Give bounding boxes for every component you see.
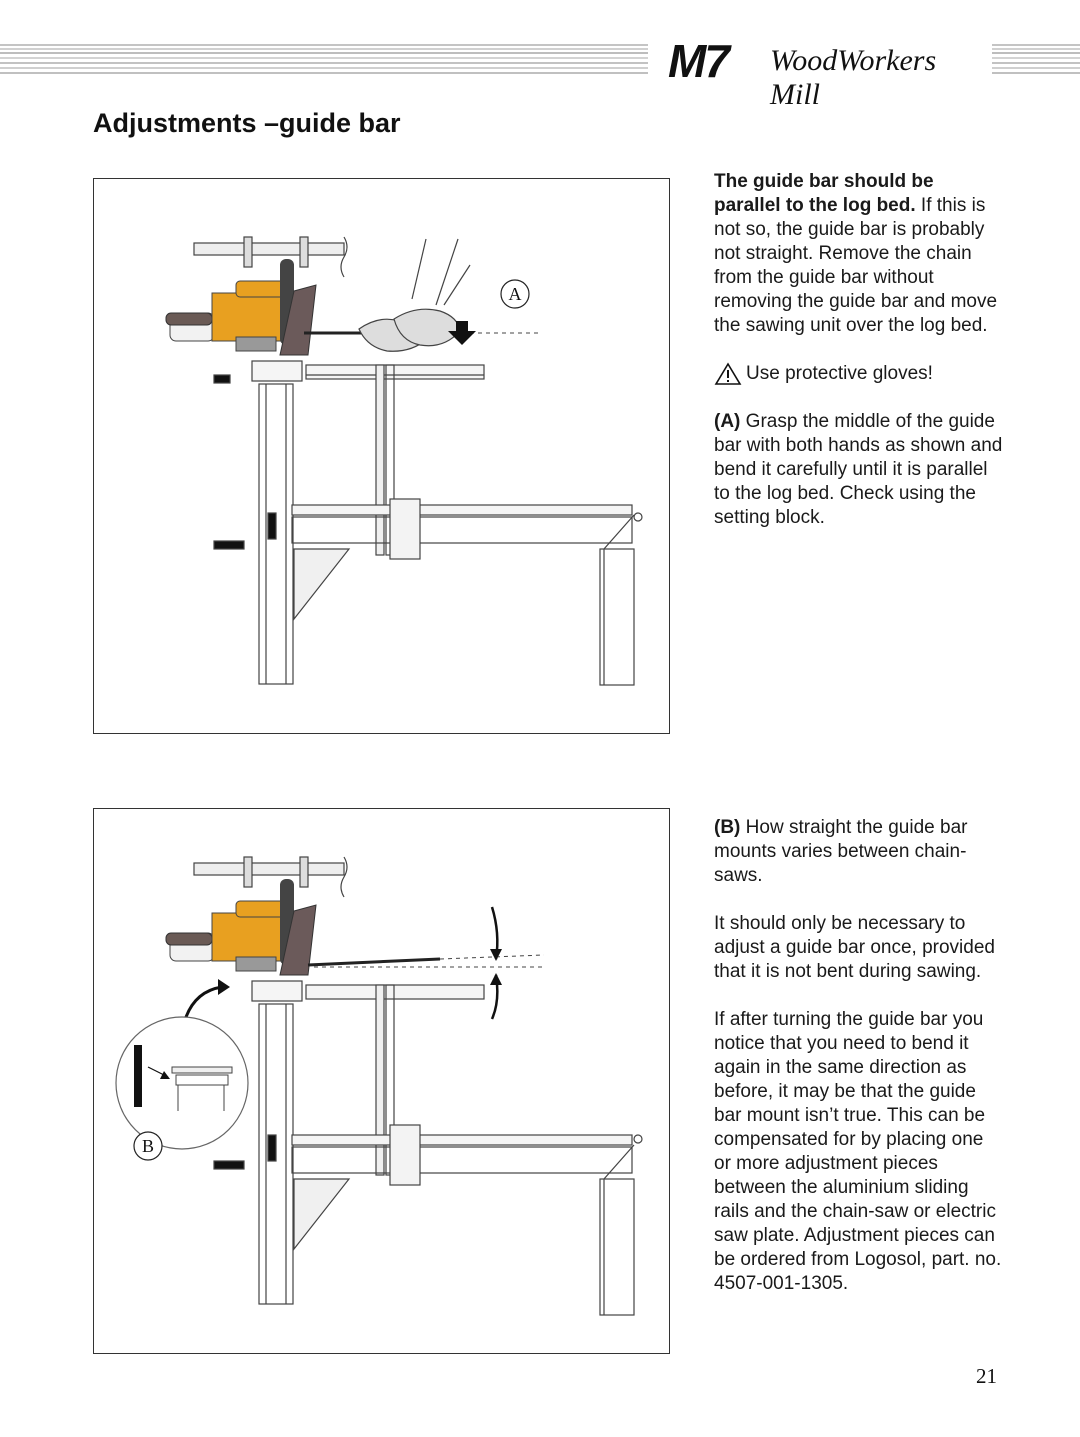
section-a-intro: The guide bar should be parallel to the … (714, 170, 1004, 338)
section-b-step-label: (B) (714, 817, 741, 838)
brand-logo: M7 WoodWorkers Mill (664, 34, 984, 111)
section-b-text: (B) How straight the guide bar mounts va… (714, 816, 1004, 1320)
gloved-hands-illustration (358, 238, 471, 352)
section-b-para3: If after turning the guide bar you notic… (714, 1009, 1002, 1294)
figure-b-label: B (142, 1136, 154, 1156)
figure-b-illustration: B (115, 856, 643, 1316)
page-number: 21 (976, 1364, 997, 1388)
warning-text: Use protective gloves! (746, 363, 933, 384)
brand-model: M7 (668, 35, 730, 87)
header-stripes-left (0, 44, 648, 76)
figure-a: A (93, 178, 670, 734)
section-b-step-text: How straight the guide bar mounts varies… (714, 817, 968, 886)
page-title: Adjustments –guide bar (93, 108, 401, 138)
section-a-step-label: (A) (714, 411, 741, 432)
chainsaw-illustration (165, 259, 317, 356)
section-a-step: (A) Grasp the middle of the guide bar wi… (714, 410, 1004, 530)
figure-b: B (93, 808, 670, 1354)
section-b-step: (B) How straight the guide bar mounts va… (714, 816, 1004, 888)
brand-name: WoodWorkers Mill (770, 44, 937, 111)
chainsaw-illustration (165, 879, 317, 976)
section-b-para2: It should only be necessary to adjust a … (714, 913, 995, 982)
section-a-text: The guide bar should be parallel to the … (714, 170, 1004, 554)
figure-a-illustration: A (165, 236, 643, 686)
figure-a-label: A (509, 284, 522, 304)
section-a-step-text: Grasp the middle of the guide bar with b… (714, 411, 1003, 528)
warning-line: Use protective gloves! (714, 362, 1004, 386)
header-stripes-right (992, 44, 1080, 76)
section-a-intro-bold: The guide bar should be parallel to the … (714, 171, 934, 216)
section-a-intro-rest: If this is not so, the guide bar is prob… (714, 195, 998, 336)
detail-magnifier (115, 1016, 249, 1150)
warning-triangle-icon (714, 362, 742, 385)
